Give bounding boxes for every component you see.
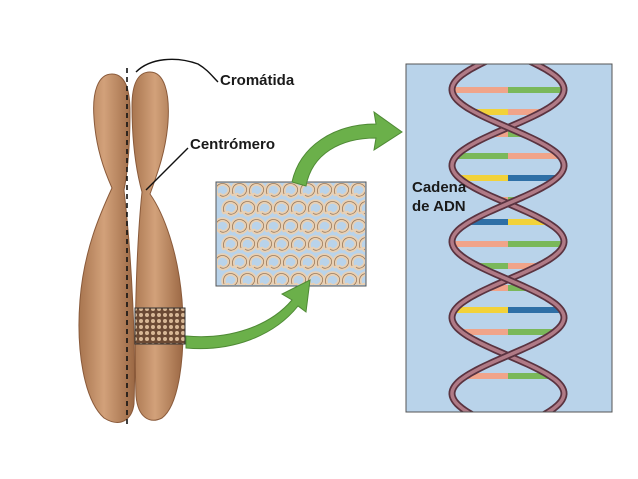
chromatin-coil-outline: [274, 237, 290, 251]
chromatin-coil-outline: [217, 219, 231, 233]
base-left: [478, 263, 508, 269]
chromatin-coil-outline: [291, 273, 307, 285]
chromatin-coil-outline: [274, 273, 290, 285]
base-right: [508, 241, 564, 247]
base-left: [452, 87, 508, 93]
chromatin-coil-outline: [240, 237, 256, 251]
chromatin-inset: [215, 181, 367, 287]
arrow-to-dna: [291, 110, 403, 187]
chromatin-coil-outline: [257, 273, 273, 285]
chromatin-coil-outline: [217, 183, 231, 197]
base-left: [466, 373, 508, 379]
base-left: [488, 285, 508, 291]
base-left: [461, 329, 508, 335]
chromatin-coil-outline: [240, 201, 256, 215]
base-right: [508, 219, 547, 225]
chromatin-coil-outline: [334, 255, 350, 269]
base-right: [508, 263, 538, 269]
chromatin-coil-outline: [342, 273, 358, 285]
chromatin-coil-outline: [257, 201, 273, 215]
chromatin-coil-outline: [291, 237, 307, 251]
chromatin-coil-outline: [351, 255, 365, 269]
chromatin-coil-outline: [325, 273, 341, 285]
arrow-to-chromatin: [185, 279, 311, 350]
backbone-strand-a: [450, 64, 566, 412]
chromatin-coil-outline: [351, 219, 365, 233]
chromatin-coil-outline: [308, 201, 324, 215]
dna-panel: [405, 63, 613, 413]
chromatin-coil-outline: [308, 273, 324, 285]
cromatida-leader-line: [135, 58, 219, 83]
chromatin-coil-outline: [223, 201, 239, 215]
chromatin-coil-outline: [351, 183, 365, 197]
cromatida-label: Cromátida: [220, 72, 295, 89]
chromatin-coil-outline: [249, 219, 265, 233]
base-right: [508, 109, 542, 115]
chromatin-coil-outline: [359, 273, 365, 285]
base-left: [454, 307, 508, 313]
chromatin-coil-outline: [359, 201, 365, 215]
chromatin-coil-outline: [223, 237, 239, 251]
chromatin-coil-outline: [342, 201, 358, 215]
chromatin-coil-outline: [325, 237, 341, 251]
chromatin-coil-outline: [266, 183, 282, 197]
chromatin-coil-outline: [317, 219, 333, 233]
cadena-line-2: de ADN: [412, 198, 466, 215]
base-left: [456, 153, 508, 159]
centromero-leader-line: [145, 147, 189, 191]
chromatin-coil-outline: [291, 201, 307, 215]
chromatin-coil-outline: [240, 273, 256, 285]
base-right: [508, 175, 557, 181]
chromatin-coil-outline: [317, 255, 333, 269]
base-right: [508, 285, 528, 291]
chromatin-coil-outline: [249, 255, 265, 269]
chromatin-coil-outline: [232, 183, 248, 197]
chromatin-coil-outline: [257, 237, 273, 251]
base-left: [469, 219, 508, 225]
chromatin-coil-outline: [274, 201, 290, 215]
base-left: [459, 175, 508, 181]
base-right: [508, 87, 564, 93]
chromosome: [78, 68, 186, 426]
chromatin-coil-outline: [283, 183, 299, 197]
chromatin-coil-outline: [266, 255, 282, 269]
chromatin-coil-outline: [283, 219, 299, 233]
centromero-label: Centrómero: [190, 136, 276, 153]
chromatin-coil-outline: [308, 237, 324, 251]
chromatin-coil-outline: [334, 183, 350, 197]
chromatin-coil-outline: [232, 255, 248, 269]
base-right: [508, 153, 560, 159]
chromatin-coil-outline: [300, 219, 316, 233]
chromatin-coil-outline: [249, 183, 265, 197]
cadena-line-1: Cadena: [412, 179, 467, 196]
chromatin-coil-outline: [300, 255, 316, 269]
base-right: [508, 307, 562, 313]
base-right: [508, 329, 555, 335]
chromatin-coil-outline: [317, 183, 333, 197]
cadena-adn-label: Cadena de ADN: [412, 178, 466, 216]
chromatin-coil-outline: [325, 201, 341, 215]
chromatin-coil-outline: [217, 255, 231, 269]
backbone-strand-b: [450, 64, 566, 412]
chromatin-coil-outline: [342, 237, 358, 251]
base-left: [452, 241, 508, 247]
chromatin-coil-outline: [334, 219, 350, 233]
base-left: [474, 109, 508, 115]
chromatin-region-box: [134, 307, 186, 345]
chromatin-coil-outline: [223, 273, 239, 285]
chromatin-coil-outline: [359, 237, 365, 251]
left-chromatid: [78, 73, 135, 423]
chromatin-coil-outline: [300, 183, 316, 197]
chromatin-coil-outline: [232, 219, 248, 233]
chromatin-coil-outline: [283, 255, 299, 269]
chromatin-coil-outline: [266, 219, 282, 233]
base-right: [508, 373, 550, 379]
right-chromatid: [131, 71, 184, 421]
